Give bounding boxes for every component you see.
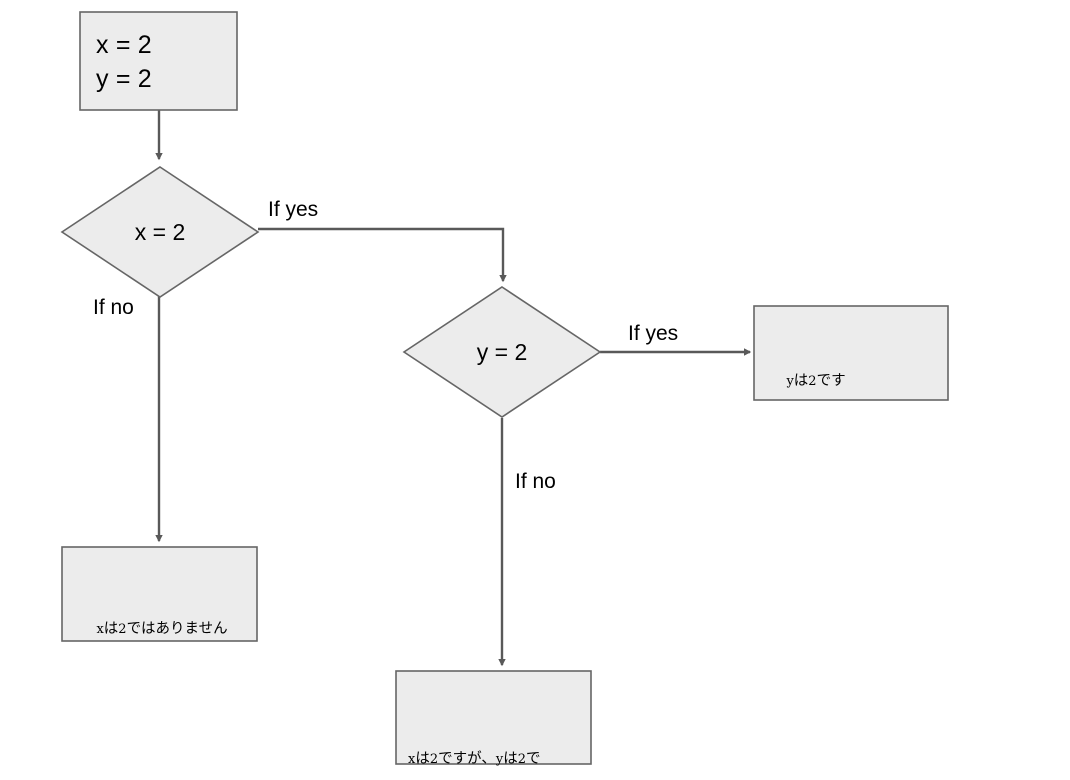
node-decision-y[interactable] [402, 286, 602, 418]
edge-decision-x-yes [258, 227, 507, 283]
edge-label-decision-x-yes: If yes [268, 198, 319, 221]
node-result-y-is-2[interactable] [753, 305, 949, 401]
edge-line [258, 227, 507, 283]
edge-label-decision-y-yes: If yes [628, 322, 679, 345]
node-result-x-yes-y-no[interactable] [395, 670, 592, 765]
node-result-x-not-2[interactable] [61, 546, 258, 642]
node-start[interactable] [79, 11, 238, 111]
node-decision-x[interactable] [60, 166, 260, 298]
edge-label-decision-x-no: If no [93, 296, 134, 319]
edge-label-decision-y-no: If no [515, 470, 556, 493]
